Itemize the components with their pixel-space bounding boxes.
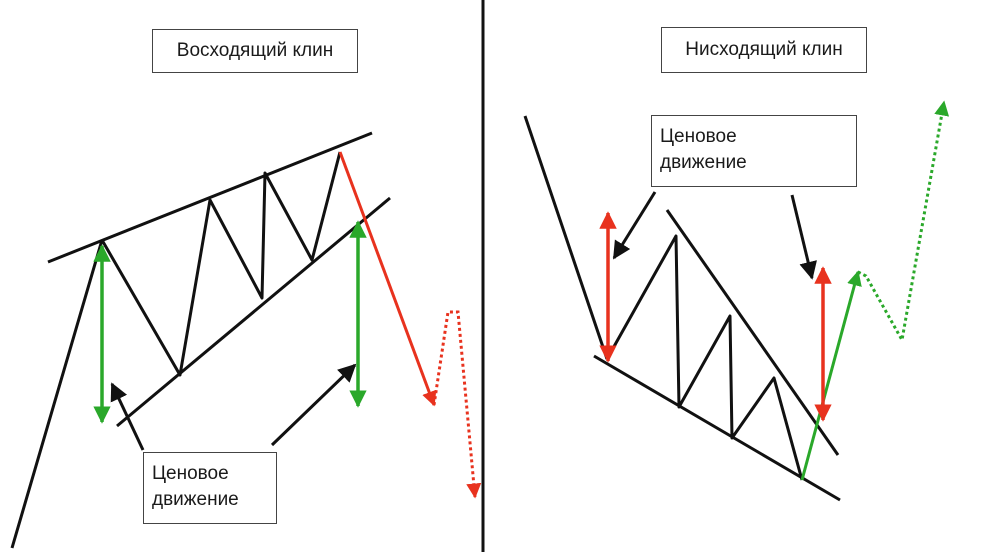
falling-wedge-upper-trendline — [665, 209, 840, 456]
rising-wedge-lower-trendline — [116, 196, 391, 428]
rising-wedge-pointer-arrow-right — [270, 363, 357, 447]
rising-wedge-label-line1: Ценовое — [152, 463, 229, 484]
falling-wedge-pointer-arrow-right — [790, 194, 817, 280]
falling-wedge-price-movement-label: Ценовое движение — [651, 115, 857, 187]
falling-wedge-lower-trendline — [593, 354, 841, 502]
rising-wedge-projected-path — [432, 310, 482, 499]
rising-wedge-price-movement-label: Ценовое движение — [143, 452, 277, 524]
rising-wedge-price-zigzag — [100, 151, 342, 377]
rising-wedge-breakdown-line — [338, 151, 437, 407]
rising-wedge-pointer-arrow-left — [110, 382, 145, 451]
falling-wedge-label-line1: Ценовое — [660, 126, 737, 147]
rising-wedge-upper-trendline — [47, 131, 373, 264]
rising-wedge-title: Восходящий клин — [152, 29, 358, 73]
rising-wedge-label-line2: движение — [152, 489, 239, 510]
falling-wedge-title: Нисходящий клин — [661, 27, 867, 73]
falling-wedge-entry-line — [523, 115, 609, 360]
falling-wedge — [523, 100, 950, 502]
rising-wedge-entry-line — [10, 239, 104, 549]
falling-wedge-title-text: Нисходящий клин — [685, 39, 843, 60]
falling-wedge-label-line2: движение — [660, 152, 747, 173]
falling-wedge-breakout-line — [800, 270, 862, 481]
rising-wedge — [10, 131, 482, 549]
rising-wedge-title-text: Восходящий клин — [176, 40, 334, 61]
falling-wedge-pointer-arrow-left — [612, 191, 657, 260]
falling-wedge-projected-path — [857, 100, 950, 345]
falling-wedge-price-zigzag — [605, 234, 804, 481]
